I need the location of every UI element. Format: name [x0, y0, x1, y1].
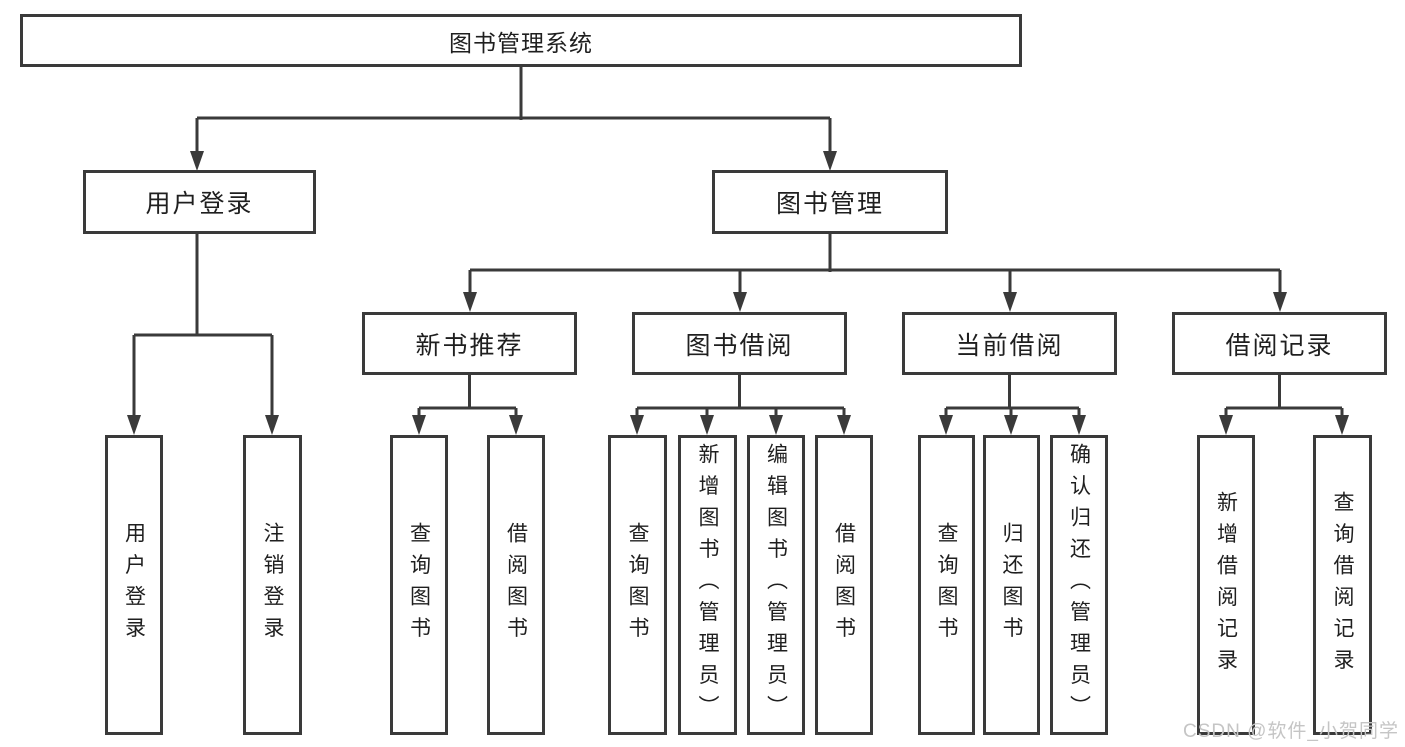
- leaf-borrowing-edit-books-admin-label: 编辑图书（管理员）: [764, 443, 788, 727]
- leaf-borrowing-borrow-books-label: 借阅图书: [832, 522, 856, 648]
- node-borrowing-records: 借阅记录: [1172, 312, 1387, 375]
- node-library-system: 图书管理系统: [20, 14, 1022, 67]
- leaf-records-add-record-label: 新增借阅记录: [1214, 490, 1238, 680]
- leaf-logout: 注销登录: [243, 435, 302, 735]
- node-book-management: 图书管理: [712, 170, 948, 234]
- leaf-recommend-borrow-books: 借阅图书: [487, 435, 545, 735]
- leaf-current-query-books: 查询图书: [918, 435, 975, 735]
- node-current-borrowing: 当前借阅: [902, 312, 1117, 375]
- leaf-user-login: 用户登录: [105, 435, 163, 735]
- leaf-logout-label: 注销登录: [261, 522, 284, 648]
- leaf-current-confirm-return-admin-label: 确认归还（管理员）: [1067, 443, 1091, 727]
- leaf-current-confirm-return-admin: 确认归还（管理员）: [1050, 435, 1108, 735]
- leaf-current-query-books-label: 查询图书: [935, 522, 958, 648]
- leaf-records-query-record-label: 查询借阅记录: [1331, 490, 1354, 680]
- node-new-book-recommend: 新书推荐: [362, 312, 577, 375]
- leaf-current-return-books: 归还图书: [983, 435, 1040, 735]
- leaf-borrowing-add-books-admin-label: 新增图书（管理员）: [696, 443, 719, 727]
- leaf-borrowing-borrow-books: 借阅图书: [815, 435, 873, 735]
- leaf-user-login-label: 用户登录: [122, 522, 146, 648]
- leaf-borrowing-add-books-admin: 新增图书（管理员）: [678, 435, 737, 735]
- node-user-login: 用户登录: [83, 170, 316, 234]
- leaf-records-query-record: 查询借阅记录: [1313, 435, 1372, 735]
- leaf-borrowing-query-books: 查询图书: [608, 435, 667, 735]
- leaf-recommend-query-books: 查询图书: [390, 435, 448, 735]
- leaf-current-return-books-label: 归还图书: [1000, 522, 1023, 648]
- csdn-watermark: CSDN @软件_小贺同学: [1183, 721, 1399, 742]
- leaf-records-add-record: 新增借阅记录: [1197, 435, 1255, 735]
- leaf-recommend-query-books-label: 查询图书: [407, 522, 431, 648]
- node-book-borrowing: 图书借阅: [632, 312, 847, 375]
- leaf-borrowing-edit-books-admin: 编辑图书（管理员）: [747, 435, 805, 735]
- leaf-borrowing-query-books-label: 查询图书: [626, 522, 649, 648]
- leaf-recommend-borrow-books-label: 借阅图书: [504, 522, 528, 648]
